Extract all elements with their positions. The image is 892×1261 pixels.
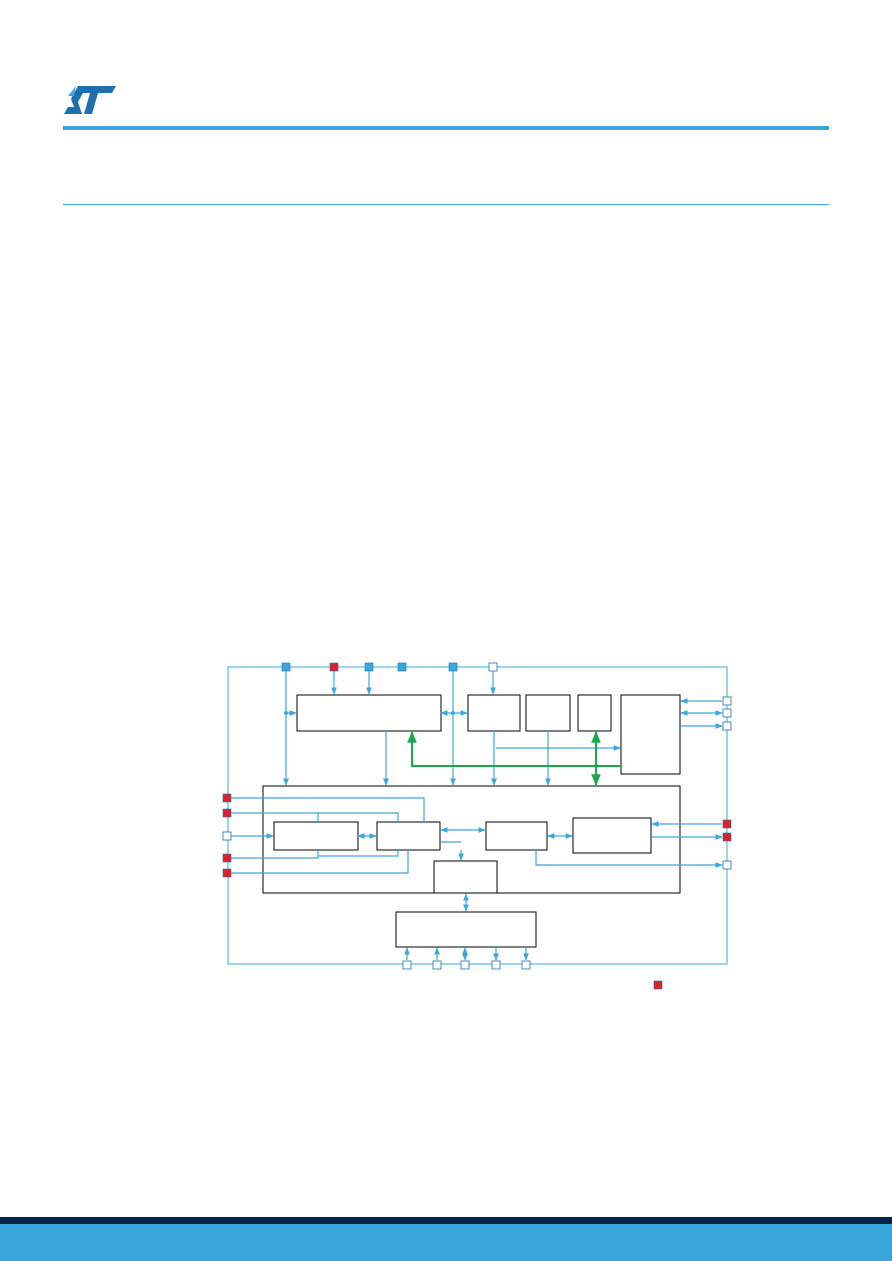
block-inner-3 (485, 821, 548, 851)
pin-right-6 (722, 860, 732, 870)
block-inner-2 (376, 821, 441, 851)
block-inner-1 (273, 821, 359, 851)
footer-stripe (0, 1217, 892, 1224)
pin-left-5 (222, 868, 232, 878)
junction-dots (284, 711, 598, 768)
block-tall-right (620, 694, 681, 775)
pin-top-1 (281, 662, 291, 672)
pin-top-6 (488, 662, 498, 672)
pin-right-2 (722, 708, 732, 718)
pin-right-3 (722, 721, 732, 731)
block-inner-4 (572, 817, 652, 854)
green-bus (407, 730, 621, 787)
section-rule (63, 204, 829, 205)
block-top-b (525, 694, 571, 732)
pin-right-5 (722, 832, 732, 842)
block-top-wide (296, 694, 442, 732)
pin-top-2 (329, 662, 339, 672)
pin-bottom-5 (521, 960, 531, 970)
pin-top-5 (448, 662, 458, 672)
block-top-c (577, 694, 612, 732)
legend-pin-icon (653, 980, 663, 990)
header-rule (63, 126, 829, 130)
block-bottom (395, 911, 537, 948)
pin-left-1 (222, 793, 232, 803)
pin-right-4 (722, 819, 732, 829)
pin-bottom-4 (491, 960, 501, 970)
pin-left-4 (222, 853, 232, 863)
pin-left-3 (222, 831, 232, 841)
pin-bottom-2 (432, 960, 442, 970)
block-top-a (467, 694, 521, 732)
pin-top-3 (364, 662, 374, 672)
pin-bottom-3 (460, 960, 470, 970)
pin-top-4 (397, 662, 407, 672)
footer-band (0, 1224, 892, 1261)
pin-left-2 (222, 808, 232, 818)
block-inner-5 (433, 860, 498, 894)
pin-bottom-1 (402, 960, 412, 970)
st-logo-icon (64, 86, 116, 114)
pin-right-1 (722, 696, 732, 706)
